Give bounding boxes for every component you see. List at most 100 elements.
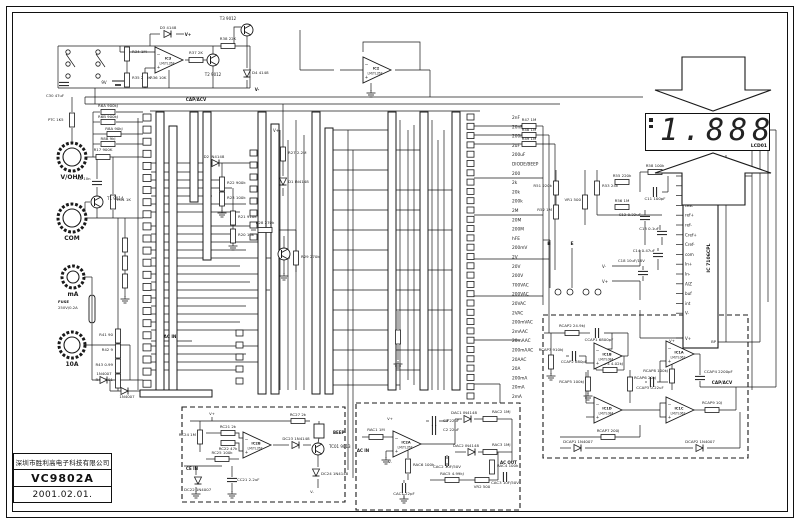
contact-box xyxy=(466,243,475,251)
contact-box xyxy=(466,122,475,130)
terminal-inner xyxy=(62,208,82,228)
range-label: 20AAC xyxy=(512,357,526,363)
contact-box xyxy=(466,271,475,279)
contact-box xyxy=(466,308,475,316)
resistor xyxy=(122,273,128,289)
opamp xyxy=(665,396,696,424)
opamp-plus: + xyxy=(245,450,249,456)
wire xyxy=(235,442,243,452)
range-label: 200k xyxy=(512,199,523,205)
wire xyxy=(659,402,666,410)
resistor xyxy=(220,440,236,446)
opamp xyxy=(154,46,185,74)
contact-box xyxy=(235,341,244,349)
component-label: D3 4148 xyxy=(160,25,177,30)
resistor xyxy=(553,180,559,196)
resistor xyxy=(115,373,121,389)
component-label: RAC2 1MJ xyxy=(492,409,511,414)
diode-symbol xyxy=(278,177,288,186)
range-label: 200V xyxy=(512,273,523,279)
terminal-label: mA xyxy=(68,291,79,298)
arrow-up-icon xyxy=(654,152,772,206)
contact-box xyxy=(466,392,475,400)
terminal-label: V/OHM xyxy=(61,174,84,181)
opamp-part: LM/TL062 xyxy=(671,412,686,416)
component-label: R17 900K xyxy=(94,147,113,152)
contact-box xyxy=(466,197,475,205)
resistor xyxy=(230,228,236,244)
resistor xyxy=(521,141,537,147)
resistor xyxy=(115,358,121,374)
transistor xyxy=(281,255,289,260)
component-label: DAC1 IN4148 xyxy=(451,410,477,415)
component-label: R35 200K xyxy=(132,75,151,80)
component-label: R51 220k xyxy=(533,183,552,188)
contact-box xyxy=(466,355,475,363)
opamp-plus: + xyxy=(596,361,600,367)
ic-pin-label: Cref- xyxy=(685,242,695,247)
opamp-name: IC1A xyxy=(674,351,683,355)
resistor xyxy=(564,330,580,336)
range-label: 2mAAC xyxy=(512,329,528,335)
component-label: R8B 9kJ xyxy=(101,136,116,141)
schematic-label: V+ xyxy=(669,338,675,343)
contact-circle xyxy=(95,61,101,67)
contact-box xyxy=(142,186,152,195)
resistor xyxy=(405,458,411,474)
contact-box xyxy=(142,113,152,122)
contact-box xyxy=(235,377,244,385)
wire xyxy=(65,53,76,68)
schematic-label: C8 10n xyxy=(77,176,91,181)
component-label: R49 1M xyxy=(522,136,537,141)
component-label: CAC1 22pF xyxy=(393,491,415,496)
diode-symbol xyxy=(242,69,252,78)
component-label: CAC2 1uF/50V xyxy=(433,464,461,469)
component-label: R58 100k xyxy=(646,163,665,168)
contact-circle xyxy=(65,49,71,55)
component-label: R47 1M xyxy=(522,117,537,122)
drawing-frame-outer xyxy=(6,6,794,518)
wire xyxy=(362,41,421,70)
range-label: 700VAC xyxy=(512,282,529,288)
contact-box xyxy=(142,367,152,376)
terminal-label: COM xyxy=(64,235,80,242)
contact-box xyxy=(142,331,152,340)
contact-box xyxy=(466,132,475,140)
contact-circle xyxy=(554,288,562,296)
contact-circle xyxy=(566,288,574,296)
wire xyxy=(95,53,106,68)
contact-box xyxy=(466,364,475,372)
contact-box xyxy=(466,346,475,353)
schematic-label: 9V xyxy=(101,80,107,85)
ic-pin-label: V- xyxy=(685,311,690,316)
contact-box xyxy=(466,299,475,307)
component-label: C14 0.47uF xyxy=(633,248,656,253)
switch-bar xyxy=(189,111,199,203)
range-label: 200 xyxy=(512,171,520,177)
component-label: RAC5 4.99kJ xyxy=(440,471,464,476)
diode-symbol xyxy=(467,447,476,457)
ic-pin-label: ref- xyxy=(685,223,692,228)
opamp-plus: + xyxy=(596,415,600,421)
component-label: C2 22uF xyxy=(443,427,460,432)
contact-circle xyxy=(582,288,590,296)
schematic-label: V+ xyxy=(185,32,191,37)
resistor xyxy=(100,109,116,115)
lcd-annunciator-icon xyxy=(649,125,653,128)
transistor xyxy=(210,54,218,59)
title-block-model: VC9802A xyxy=(13,469,112,487)
resistor xyxy=(594,180,600,196)
opamp xyxy=(593,342,624,370)
component-label: DCAP1 1N4007 xyxy=(563,439,593,444)
range-label: 20mAAC xyxy=(512,338,531,344)
component-label: D4 4148 xyxy=(252,70,269,75)
range-label: 20V xyxy=(512,264,520,270)
opamp-minus: − xyxy=(157,53,161,58)
opamp-plus: + xyxy=(395,449,399,455)
contact-box xyxy=(235,353,244,361)
transistor xyxy=(240,23,254,37)
schematic-label: BEEP xyxy=(333,430,345,435)
contact-box xyxy=(235,365,244,373)
resistor xyxy=(115,343,121,359)
